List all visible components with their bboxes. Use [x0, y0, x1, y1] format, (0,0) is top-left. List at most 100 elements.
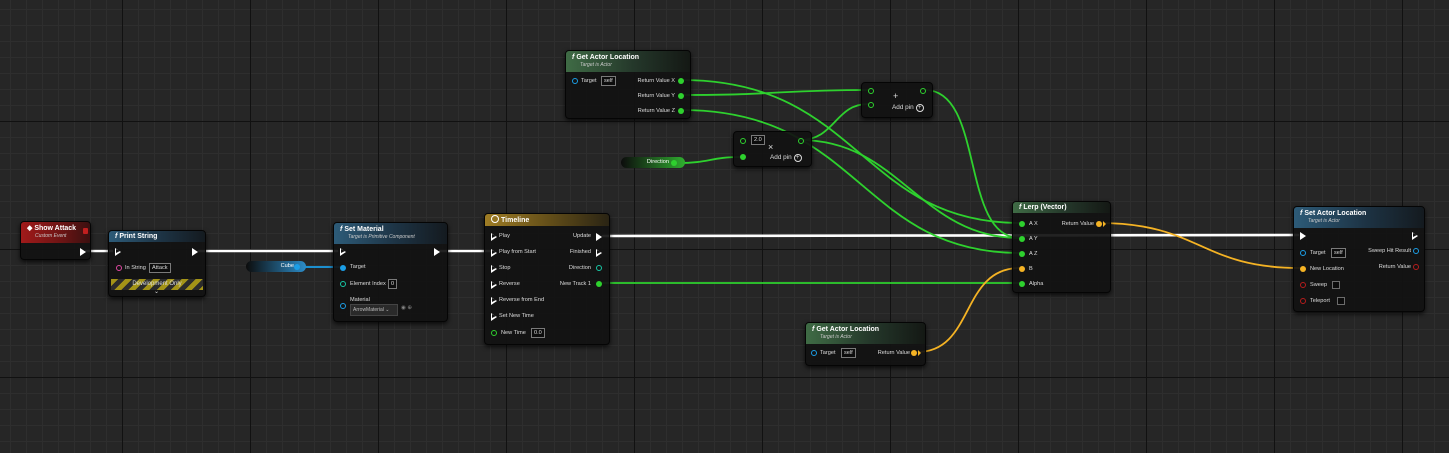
stop-exec-pin[interactable]	[491, 265, 497, 273]
cube-out-pin[interactable]	[294, 264, 300, 270]
new-location-pin[interactable]	[1300, 266, 1306, 272]
target-pin[interactable]	[1300, 250, 1306, 256]
in-string-pin[interactable]	[116, 265, 122, 271]
sweep-hit-result-label: Sweep Hit Result	[1368, 248, 1411, 254]
target-pin[interactable]	[572, 78, 578, 84]
multiply-a-pin[interactable]	[740, 138, 746, 144]
lerp-b-pin[interactable]	[1019, 266, 1025, 272]
exec-out-pin[interactable]	[1412, 232, 1418, 240]
finished-exec-pin[interactable]	[596, 249, 602, 257]
target-field[interactable]: self	[601, 76, 616, 86]
browse-icon[interactable]: ◉ ⊕	[401, 305, 413, 311]
return-value-pin[interactable]	[1413, 264, 1419, 270]
delegate-pin[interactable]	[83, 228, 88, 234]
timeline-header[interactable]: Timeline	[485, 214, 609, 226]
multiply-a-field[interactable]: 2.0	[751, 135, 765, 145]
teleport-checkbox[interactable]	[1337, 297, 1345, 305]
exec-out-pin[interactable]	[192, 248, 198, 256]
return-pin[interactable]	[911, 350, 917, 356]
add-out-pin[interactable]	[920, 88, 926, 94]
update-exec-pin[interactable]	[596, 233, 602, 241]
element-index-pin[interactable]	[340, 281, 346, 287]
add-node[interactable]: + Add pin+	[861, 82, 933, 118]
return-value-label: Return Value	[1378, 264, 1411, 270]
direction-pin[interactable]	[596, 265, 602, 271]
exec-in-pin[interactable]	[115, 248, 121, 256]
reverse-from-end-label: Reverse from End	[499, 297, 545, 303]
lerp-az-pin[interactable]	[1019, 251, 1025, 257]
show-attack-event-node[interactable]: ◆ Show Attack Custom Event	[20, 221, 91, 260]
return-x-label: Return Value X	[637, 78, 675, 84]
return-z-pin[interactable]	[678, 108, 684, 114]
expand-chevron-icon[interactable]: ⌄	[154, 289, 160, 295]
direction-variable-node[interactable]: Direction	[621, 157, 685, 168]
lerp-ay-pin[interactable]	[1019, 236, 1025, 242]
set-new-time-exec-pin[interactable]	[491, 313, 497, 321]
add-b-pin[interactable]	[868, 102, 874, 108]
return-y-pin[interactable]	[678, 93, 684, 99]
target-field[interactable]: self	[841, 348, 856, 358]
reverse-label: Reverse	[499, 281, 520, 287]
cube-variable-node[interactable]: Cube	[246, 261, 306, 272]
return-x-pin[interactable]	[678, 78, 684, 84]
direction-label: Direction	[568, 265, 591, 271]
target-pin[interactable]	[340, 265, 346, 271]
material-dropdown[interactable]: ArrowMaterial ⌄	[350, 304, 398, 316]
show-attack-header[interactable]: ◆ Show Attack Custom Event	[21, 222, 90, 243]
direction-variable-label: Direction	[646, 159, 669, 165]
new-location-label: New Location	[1310, 266, 1344, 272]
exec-out-pin[interactable]	[434, 248, 440, 256]
lerp-return-pin[interactable]	[1096, 221, 1102, 227]
new-time-field[interactable]: 0.0	[531, 328, 545, 338]
new-track-pin[interactable]	[596, 281, 602, 287]
exec-in-pin[interactable]	[1300, 232, 1306, 240]
lerp-ax-label: A X	[1029, 221, 1038, 227]
play-exec-pin[interactable]	[491, 233, 497, 241]
reverse-exec-pin[interactable]	[491, 281, 497, 289]
target-pin[interactable]	[811, 350, 817, 356]
add-a-pin[interactable]	[868, 88, 874, 94]
set-actor-location-subtitle: Target is Actor	[1308, 218, 1340, 224]
sweep-pin[interactable]	[1300, 282, 1306, 288]
multiply-add-pin-button[interactable]: Add pin+	[770, 154, 802, 162]
multiply-out-pin[interactable]	[798, 138, 804, 144]
sweep-hit-result-pin[interactable]	[1413, 248, 1419, 254]
direction-out-pin[interactable]	[671, 160, 677, 166]
new-time-label: New Time	[501, 330, 526, 336]
exec-out-pin[interactable]	[80, 248, 86, 256]
play-from-start-exec-pin[interactable]	[491, 249, 497, 257]
float-wire	[681, 89, 869, 96]
element-index-field[interactable]: 0	[388, 279, 398, 289]
timeline-node[interactable]: Timeline Play Play from Start Stop Rever…	[484, 213, 610, 345]
lerp-alpha-pin[interactable]	[1019, 281, 1025, 287]
sweep-checkbox[interactable]	[1332, 281, 1340, 289]
teleport-label: Teleport	[1310, 298, 1330, 304]
teleport-pin[interactable]	[1300, 298, 1306, 304]
material-pin[interactable]	[340, 303, 346, 309]
multiply-b-pin[interactable]	[740, 154, 746, 160]
float-wire	[799, 139, 1021, 239]
exec-in-pin[interactable]	[340, 248, 346, 256]
lerp-ax-pin[interactable]	[1019, 221, 1025, 227]
target-field[interactable]: self	[1331, 248, 1346, 258]
add-add-pin-button[interactable]: Add pin+	[892, 104, 924, 112]
reverse-from-end-exec-pin[interactable]	[491, 297, 497, 305]
in-string-field[interactable]: Attack	[149, 263, 171, 273]
new-time-pin[interactable]	[491, 330, 497, 336]
multiply-node[interactable]: 2.0 × Add pin+	[733, 131, 812, 167]
